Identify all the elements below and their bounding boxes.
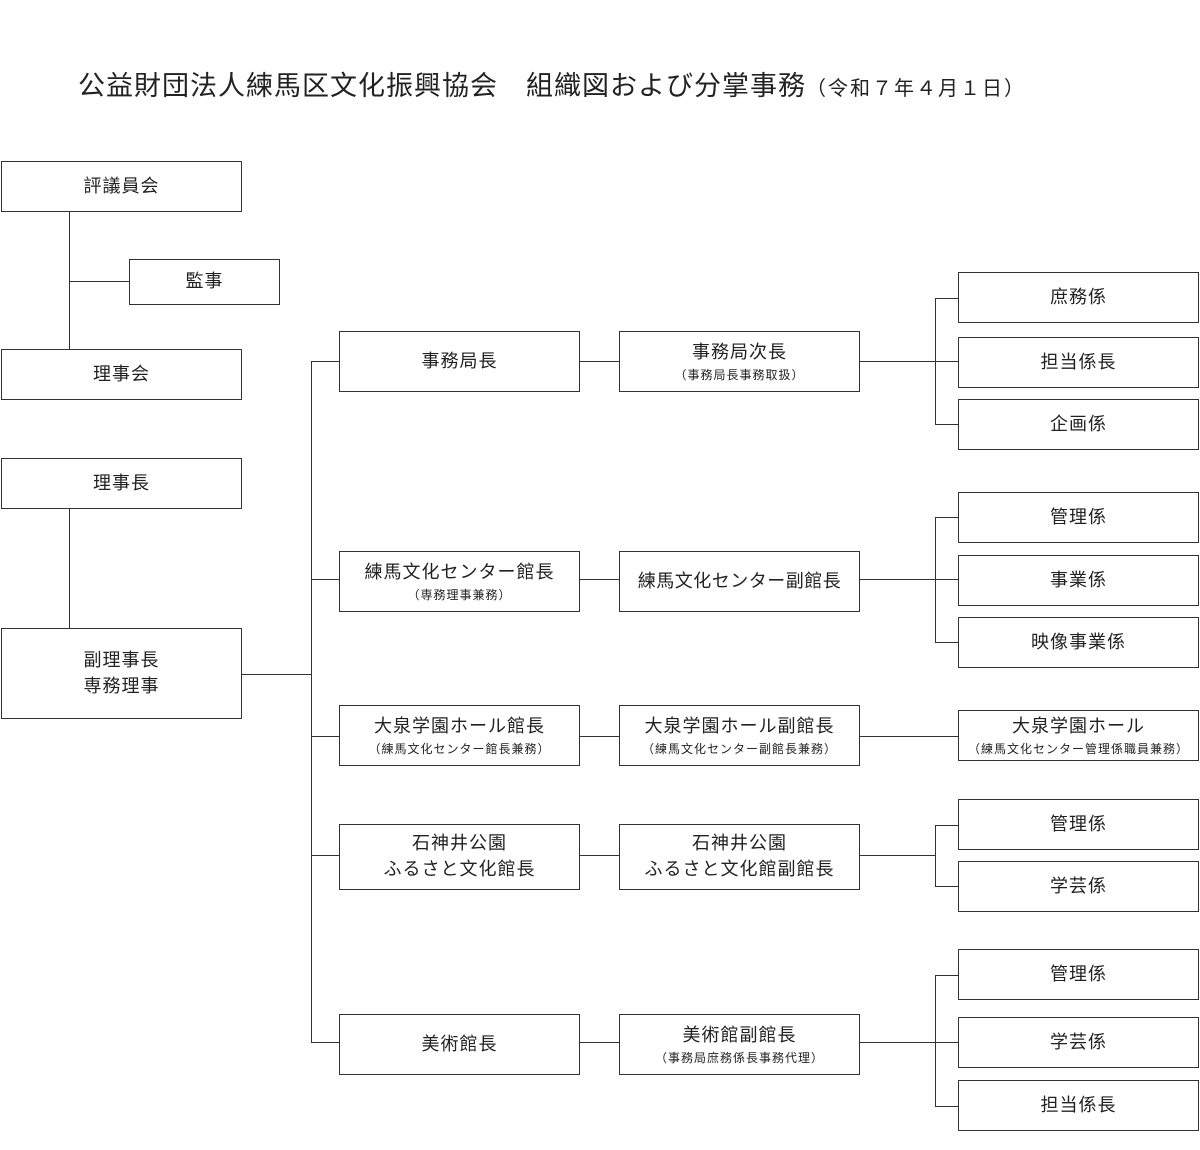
vice-chairman-label: 副理事長 xyxy=(83,649,160,671)
connector xyxy=(311,361,339,362)
oizumi-hall-head-box: 大泉学園ホール館長 （練馬文化センター館長兼務） xyxy=(339,705,580,766)
council-label: 評議員会 xyxy=(83,175,160,197)
nerima-center-head-note: （専務理事兼務） xyxy=(407,587,512,602)
section-label: 事業係 xyxy=(1050,569,1107,591)
nerima-center-head-label: 練馬文化センター館長 xyxy=(364,561,555,583)
auditor-label: 監事 xyxy=(185,271,224,292)
museum-head-box: 美術館長 xyxy=(339,1014,580,1075)
connector xyxy=(311,361,312,1043)
chairman-box: 理事長 xyxy=(1,458,242,509)
connector xyxy=(69,281,129,282)
section-box: 大泉学園ホール （練馬文化センター管理係職員兼務） xyxy=(958,710,1199,761)
section-label: 企画係 xyxy=(1050,413,1107,435)
managing-director-label: 専務理事 xyxy=(83,675,160,697)
chairman-label: 理事長 xyxy=(93,472,150,494)
connector xyxy=(859,579,958,580)
connector xyxy=(311,1042,339,1043)
connector xyxy=(579,855,619,856)
connector xyxy=(935,825,958,826)
shakujii-head-label-2: ふるさと文化館長 xyxy=(383,859,536,880)
connector xyxy=(579,579,619,580)
title-date: （令和７年４月１日） xyxy=(806,76,1026,100)
oizumi-hall-head-label: 大泉学園ホール館長 xyxy=(374,715,545,737)
page-title: 公益財団法人練馬区文化振興協会 組織図および分掌事務（令和７年４月１日） xyxy=(78,64,1026,103)
museum-deputy-box: 美術館副館長 （事務局庶務係長事務代理） xyxy=(619,1014,860,1075)
secretariat-deputy-label: 事務局次長 xyxy=(692,341,787,363)
section-label: 学芸係 xyxy=(1050,1031,1107,1053)
oizumi-hall-deputy-label: 大泉学園ホール副館長 xyxy=(644,715,835,737)
section-label: 映像事業係 xyxy=(1031,631,1126,653)
section-box: 管理係 xyxy=(958,492,1199,543)
connector xyxy=(935,424,958,425)
connector xyxy=(935,298,958,299)
section-label: 管理係 xyxy=(1050,963,1107,985)
board-label: 理事会 xyxy=(93,363,150,385)
section-box: 担当係長 xyxy=(958,337,1199,388)
connector xyxy=(311,579,339,580)
connector xyxy=(935,642,958,643)
shakujii-deputy-box: 石神井公園 ふるさと文化館副館長 xyxy=(619,824,860,890)
connector xyxy=(935,886,958,887)
connector xyxy=(69,211,70,349)
section-label: 大泉学園ホール xyxy=(1012,715,1145,737)
section-box: 担当係長 xyxy=(958,1080,1199,1131)
section-box: 企画係 xyxy=(958,399,1199,450)
nerima-center-deputy-box: 練馬文化センター副館長 xyxy=(619,551,860,612)
connector xyxy=(935,975,936,1106)
secretariat-deputy-box: 事務局次長 （事務局長事務取扱） xyxy=(619,331,860,392)
auditor-box: 監事 xyxy=(129,259,280,305)
section-label: 担当係長 xyxy=(1040,1094,1117,1116)
vice-chairman-box: 副理事長 専務理事 xyxy=(1,628,242,719)
connector xyxy=(859,855,935,856)
section-label: 管理係 xyxy=(1050,813,1107,835)
section-box: 映像事業係 xyxy=(958,617,1199,668)
section-label: 学芸係 xyxy=(1050,875,1107,897)
section-note: （練馬文化センター管理係職員兼務） xyxy=(967,741,1189,756)
board-box: 理事会 xyxy=(1,349,242,400)
connector xyxy=(859,1042,958,1043)
section-box: 管理係 xyxy=(958,799,1199,850)
shakujii-head-label-1: 石神井公園 xyxy=(412,833,507,854)
connector xyxy=(935,517,958,518)
section-label: 担当係長 xyxy=(1040,351,1117,373)
section-box: 庶務係 xyxy=(958,272,1199,323)
oizumi-hall-deputy-note: （練馬文化センター副館長兼務） xyxy=(641,741,837,756)
secretariat-deputy-note: （事務局長事務取扱） xyxy=(674,367,805,382)
connector xyxy=(935,975,958,976)
section-box: 事業係 xyxy=(958,555,1199,606)
connector xyxy=(935,298,936,424)
connector xyxy=(579,361,619,362)
shakujii-deputy-label-1: 石神井公園 xyxy=(692,833,787,854)
connector xyxy=(69,508,70,628)
connector xyxy=(241,674,312,675)
connector xyxy=(311,855,339,856)
section-box: 学芸係 xyxy=(958,1017,1199,1068)
connector xyxy=(311,736,339,737)
secretariat-head-box: 事務局長 xyxy=(339,331,580,392)
connector xyxy=(935,825,936,886)
council-box: 評議員会 xyxy=(1,161,242,212)
connector xyxy=(579,736,619,737)
connector xyxy=(859,361,958,362)
shakujii-head-box: 石神井公園 ふるさと文化館長 xyxy=(339,824,580,890)
shakujii-deputy-label-2: ふるさと文化館副館長 xyxy=(644,859,835,880)
connector xyxy=(935,517,936,642)
oizumi-hall-head-note: （練馬文化センター館長兼務） xyxy=(368,741,551,756)
museum-deputy-label: 美術館副館長 xyxy=(682,1024,797,1046)
section-box: 学芸係 xyxy=(958,861,1199,912)
oizumi-hall-deputy-box: 大泉学園ホール副館長 （練馬文化センター副館長兼務） xyxy=(619,705,860,766)
connector xyxy=(935,1106,958,1107)
secretariat-head-label: 事務局長 xyxy=(421,350,498,372)
title-main: 公益財団法人練馬区文化振興協会 組織図および分掌事務 xyxy=(78,71,806,102)
nerima-center-head-box: 練馬文化センター館長 （専務理事兼務） xyxy=(339,551,580,612)
connector xyxy=(859,736,958,737)
connector xyxy=(579,1042,619,1043)
museum-deputy-note: （事務局庶務係長事務代理） xyxy=(654,1050,824,1065)
section-box: 管理係 xyxy=(958,949,1199,1000)
nerima-center-deputy-label: 練馬文化センター副館長 xyxy=(637,570,842,592)
section-label: 管理係 xyxy=(1050,506,1107,528)
museum-head-label: 美術館長 xyxy=(421,1033,498,1055)
section-label: 庶務係 xyxy=(1050,286,1107,308)
